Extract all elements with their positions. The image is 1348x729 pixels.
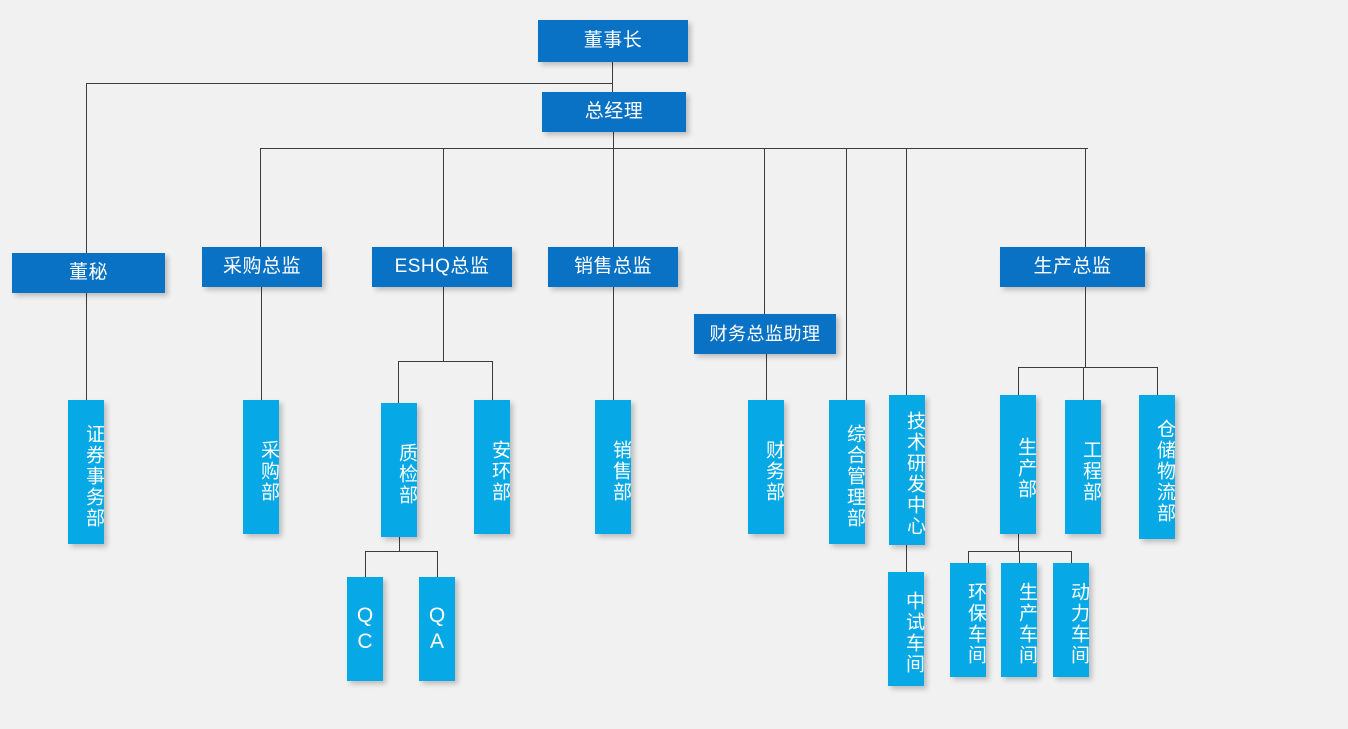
node-general-manager[interactable]: 总经理 (542, 92, 686, 132)
connector-drop-admin-dept (846, 148, 847, 400)
connector-gm-bus (260, 148, 1088, 149)
connector-to-prod-workshop (1019, 551, 1020, 563)
connector-to-env-workshop (968, 551, 969, 563)
node-purchasing-department[interactable]: 采购部 (243, 400, 279, 534)
connector-eshq-bus (398, 361, 492, 362)
connector-to-engineering-dept (1083, 367, 1084, 400)
connector-gm-down (613, 132, 614, 148)
node-safety-environment-department[interactable]: 安环部 (474, 400, 510, 534)
connector-eshq-to-safety (492, 361, 493, 400)
node-sales-department[interactable]: 销售部 (595, 400, 631, 534)
node-production-workshop[interactable]: 生产车间 (1001, 563, 1037, 677)
node-rnd-center[interactable]: 技术研发中心 (889, 395, 925, 545)
connector-to-qa-team (437, 551, 438, 577)
node-warehouse-logistics-department[interactable]: 仓储物流部 (1139, 395, 1175, 539)
connector-drop-rnd-center (906, 148, 907, 395)
node-purchasing-director[interactable]: 采购总监 (202, 247, 322, 287)
connector-to-warehouse-dept (1157, 367, 1158, 395)
node-finance-director-assistant[interactable]: 财务总监助理 (694, 314, 836, 354)
connector-drop-purchasing-dir (260, 148, 261, 247)
node-finance-department[interactable]: 财务部 (748, 400, 784, 534)
connector-secretary-drop (86, 83, 87, 253)
node-securities-department[interactable]: 证券事务部 (68, 400, 104, 544)
connector-to-qc-team (365, 551, 366, 577)
node-pilot-workshop[interactable]: 中试车间 (888, 572, 924, 686)
connector-drop-sales-dir (613, 148, 614, 247)
connector-chairman-bus (86, 83, 613, 84)
node-quality-inspection-department[interactable]: 质检部 (381, 403, 417, 537)
connector-secretary-to-securities (86, 293, 87, 400)
connector-drop-production-dir (1085, 148, 1086, 247)
connector-to-production-dept (1018, 367, 1019, 395)
node-engineering-department[interactable]: 工程部 (1065, 400, 1101, 534)
node-eshq-director[interactable]: ESHQ总监 (372, 247, 512, 287)
connector-eshq-down (443, 287, 444, 361)
connector-chairman-down (612, 62, 613, 92)
connector-finance-asst-to-dept (766, 354, 767, 400)
connector-to-power-workshop (1071, 551, 1072, 563)
connector-drop-finance-dir-asst (764, 148, 765, 314)
connector-production-bus (1018, 367, 1157, 368)
connector-eshq-to-qc (398, 361, 399, 403)
connector-purchasing-dir-to-dept (261, 287, 262, 400)
connector-production-dept-down (1018, 534, 1019, 551)
node-sales-director[interactable]: 销售总监 (548, 247, 678, 287)
node-power-workshop[interactable]: 动力车间 (1053, 563, 1089, 677)
connector-production-dir-down (1085, 287, 1086, 367)
node-production-department[interactable]: 生产部 (1000, 395, 1036, 534)
connector-rnd-to-pilot (906, 545, 907, 572)
node-chairman[interactable]: 董事长 (538, 20, 688, 62)
connector-qc-dept-down (399, 537, 400, 551)
connector-drop-eshq-dir (443, 148, 444, 247)
connector-qc-bus (365, 551, 437, 552)
node-board-secretary[interactable]: 董秘 (12, 253, 165, 293)
node-production-director[interactable]: 生产总监 (1000, 247, 1145, 287)
connector-sales-dir-to-dept (613, 287, 614, 400)
node-environment-workshop[interactable]: 环保车间 (950, 563, 986, 677)
node-administration-department[interactable]: 综合管理部 (829, 400, 865, 544)
